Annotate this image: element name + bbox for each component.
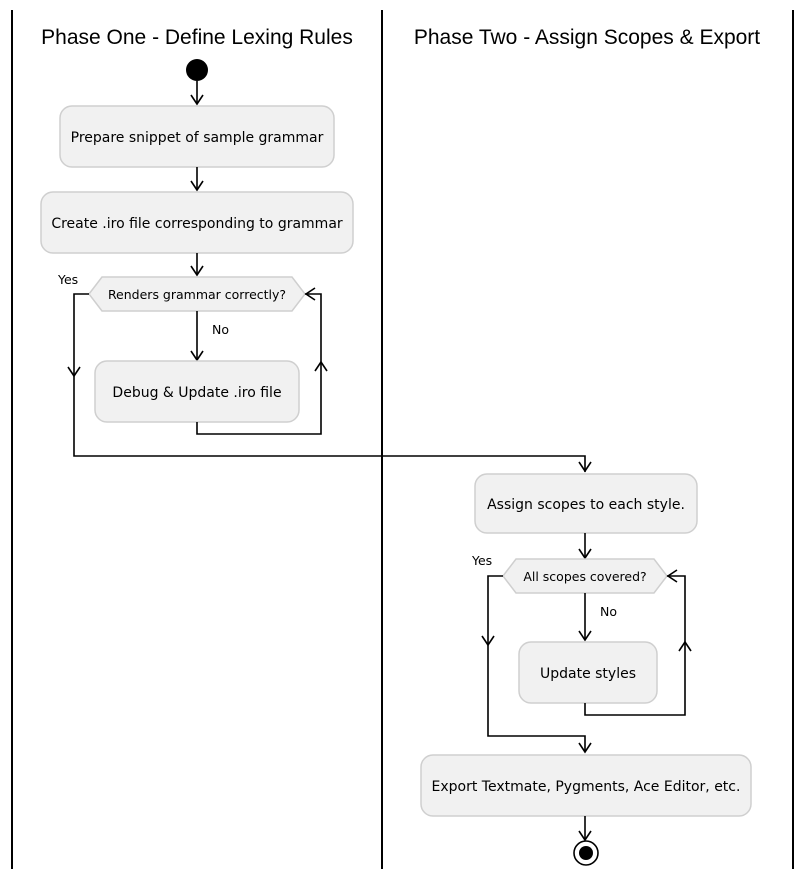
action-create-iro-label: Create .iro file corresponding to gramma… xyxy=(51,216,343,232)
action-update-styles-label: Update styles xyxy=(540,666,636,682)
action-debug-update-label: Debug & Update .iro file xyxy=(112,385,281,401)
arrowhead xyxy=(67,366,81,378)
arrowhead xyxy=(481,635,495,647)
branch-no-label: No xyxy=(212,322,229,337)
flow-yes-to-export xyxy=(487,575,586,752)
flow-loop-back-to-decision xyxy=(196,293,322,435)
decision-renders-correctly-label: Renders grammar correctly? xyxy=(108,287,286,302)
end-node-inner xyxy=(579,846,593,860)
action-prepare-snippet-label: Prepare snippet of sample grammar xyxy=(71,130,324,146)
branch-yes-label: Yes xyxy=(57,272,78,287)
arrowhead xyxy=(190,94,204,106)
lane-title-phase-one: Phase One - Define Lexing Rules xyxy=(41,26,353,49)
branch-yes-label: Yes xyxy=(471,553,492,568)
arrowhead xyxy=(666,569,678,583)
arrowhead xyxy=(304,287,316,301)
decision-scopes-covered-label: All scopes covered? xyxy=(523,569,646,584)
arrowhead xyxy=(678,640,692,652)
arrowhead xyxy=(578,548,592,560)
action-export-label: Export Textmate, Pygments, Ace Editor, e… xyxy=(432,779,741,795)
lane-title-phase-two: Phase Two - Assign Scopes & Export xyxy=(414,26,760,49)
action-export xyxy=(420,754,752,817)
flow-loop-back-to-decision xyxy=(584,575,686,716)
arrowhead xyxy=(314,360,328,372)
flow-yes-to-phase-two xyxy=(73,293,586,472)
arrowhead xyxy=(190,265,204,277)
action-update-styles xyxy=(518,641,658,704)
action-assign-scopes xyxy=(474,473,698,534)
arrowhead xyxy=(578,742,592,754)
start-node xyxy=(186,59,208,81)
arrowhead xyxy=(578,461,592,473)
arrowhead xyxy=(190,180,204,192)
branch-no-label: No xyxy=(600,604,617,619)
arrowhead xyxy=(190,350,204,362)
action-assign-scopes-label: Assign scopes to each style. xyxy=(487,497,685,513)
arrowhead xyxy=(578,630,592,642)
arrowhead xyxy=(578,830,592,842)
